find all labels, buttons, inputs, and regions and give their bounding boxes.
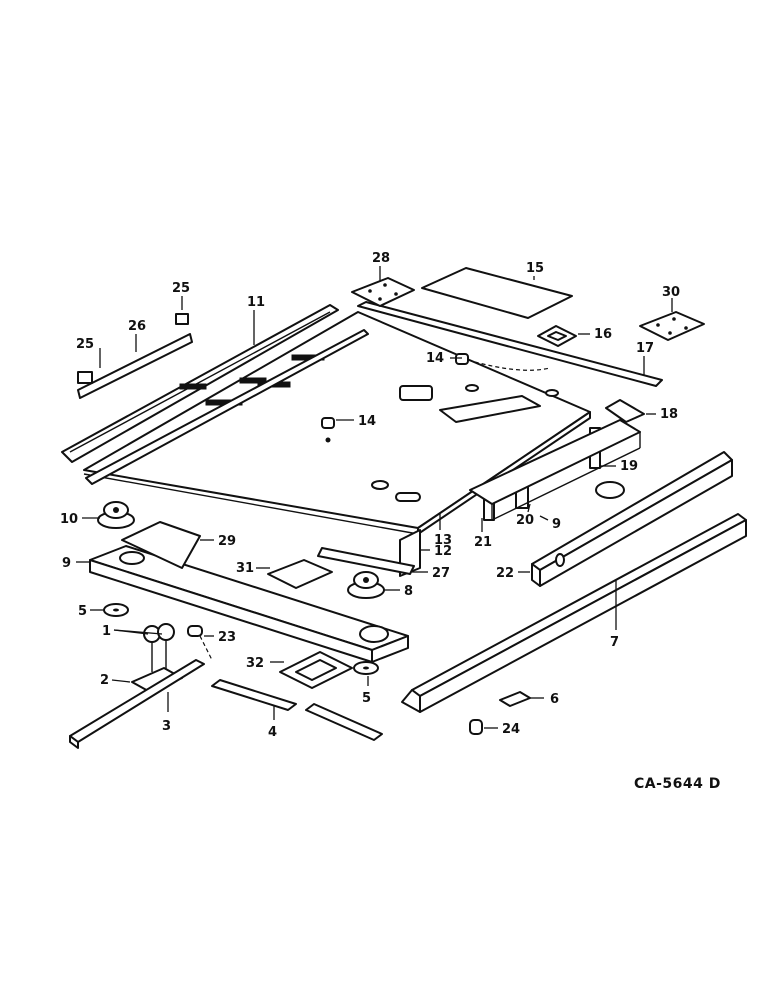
part-18-bracket <box>605 399 645 423</box>
part-17-rail <box>357 301 663 387</box>
lower-plate-edge <box>85 329 369 485</box>
callout-27: 27 <box>432 566 450 581</box>
callout-2: 2 <box>100 673 109 688</box>
callout-22: 22 <box>496 566 514 581</box>
callout-25-left: 25 <box>76 337 94 352</box>
part-22-channel <box>531 451 733 587</box>
callout-19: 19 <box>620 459 638 474</box>
callout-20: 20 <box>516 513 534 528</box>
callout-11: 11 <box>247 295 265 310</box>
part-24-spacer <box>469 719 483 735</box>
part-32-plate <box>279 651 353 689</box>
callout-labels: 25 26 25 11 28 15 16 30 17 18 19 20 9 21… <box>60 251 680 740</box>
part-3-channel <box>69 659 205 749</box>
part-10-mount <box>97 501 135 529</box>
callout-6: 6 <box>550 692 559 707</box>
callout-30: 30 <box>662 285 680 300</box>
part-16-grommet <box>537 325 577 347</box>
part-7-angle-channel <box>401 513 747 713</box>
callout-29: 29 <box>218 534 236 549</box>
callout-24: 24 <box>502 722 520 737</box>
part-29-plate <box>121 521 201 569</box>
callout-21: 21 <box>474 535 492 550</box>
part-25-pad-right <box>175 313 189 325</box>
callout-7: 7 <box>610 635 619 650</box>
callout-14: 14 <box>358 414 376 429</box>
part-4-rod <box>211 679 383 741</box>
callout-14-top: 14 <box>426 351 444 366</box>
callout-23: 23 <box>218 630 236 645</box>
callout-12: 12 <box>434 544 452 559</box>
callout-8: 8 <box>404 584 413 599</box>
part-25-pad-left <box>77 371 93 384</box>
callout-13: 13 <box>434 533 452 548</box>
part-30-plate <box>639 311 705 341</box>
leader-lines <box>76 266 673 729</box>
callout-25-right: 25 <box>172 281 190 296</box>
part-9-crossmember-right <box>469 419 641 521</box>
callout-28: 28 <box>372 251 390 266</box>
callout-5-left: 5 <box>78 604 87 619</box>
callout-32: 32 <box>246 656 264 671</box>
part-26-strip <box>77 333 193 399</box>
callout-3: 3 <box>162 719 171 734</box>
part-23-bushing <box>187 625 203 637</box>
callout-10: 10 <box>60 512 78 527</box>
callout-15: 15 <box>526 261 544 276</box>
part-14-plug <box>321 353 469 443</box>
callout-31: 31 <box>236 561 254 576</box>
callout-18: 18 <box>660 407 678 422</box>
part-27-strip <box>317 547 415 575</box>
callout-5-right: 5 <box>362 691 371 706</box>
callout-16: 16 <box>594 327 612 342</box>
part-1-eyebolts <box>143 623 175 672</box>
callout-1: 1 <box>102 624 111 639</box>
part-6-clip <box>499 691 531 707</box>
callout-17: 17 <box>636 341 654 356</box>
part-31-plate <box>267 559 333 589</box>
callout-26: 26 <box>128 319 146 334</box>
callout-9-left: 9 <box>62 556 71 571</box>
diagram-reference: CA-5644 D <box>634 776 721 792</box>
part-28-plate <box>351 277 415 307</box>
part-8-mount <box>347 571 385 599</box>
part-15-cover <box>421 267 573 319</box>
callout-9-right: 9 <box>552 517 561 532</box>
callout-4: 4 <box>268 725 277 740</box>
